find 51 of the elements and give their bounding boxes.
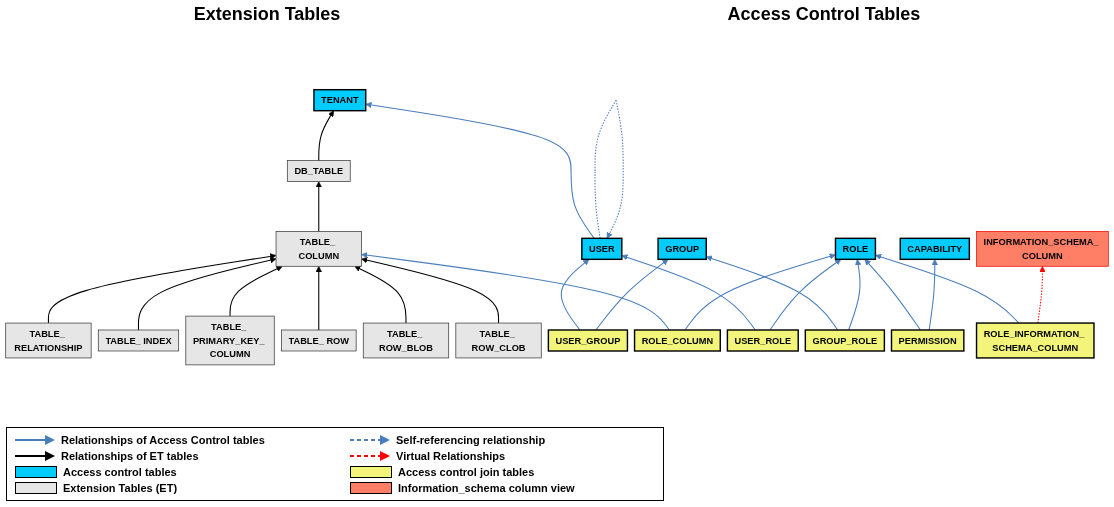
- node-box: INFORMATION_SCHEMA_ COLUMN: [976, 230, 1109, 267]
- node-box: USER: [581, 237, 623, 260]
- section-heading: Access Control Tables: [727, 4, 921, 25]
- legend-text: Extension Tables (ET): [63, 482, 178, 494]
- arrow: [365, 101, 595, 239]
- arrow: [229, 265, 283, 317]
- legend-text: Information_schema column view: [398, 482, 575, 494]
- node-box: DB_TABLE: [286, 159, 351, 182]
- node-box: CAPABILITY: [899, 237, 971, 260]
- arrow: [560, 258, 590, 331]
- arrow: [864, 258, 921, 331]
- arrow: [621, 254, 756, 331]
- arrow: [769, 258, 842, 331]
- legend-text: Self-referencing relationship: [396, 434, 546, 446]
- node-box: ROLE: [834, 237, 877, 260]
- arrow: [315, 265, 322, 331]
- arrow: [315, 180, 322, 232]
- arrow: [875, 253, 1020, 324]
- node-box: ROLE_INFORMATION_ SCHEMA_COLUMN: [975, 322, 1095, 359]
- arrow: [595, 258, 669, 331]
- arrow: [361, 256, 500, 324]
- node-box: TABLE_ RELATIONSHIP: [5, 322, 92, 358]
- node-box: TENANT: [313, 88, 367, 112]
- arrow: [361, 251, 670, 331]
- node-box: ROLE_COLUMN: [633, 329, 721, 352]
- node-box: USER_GROUP: [547, 329, 629, 352]
- node-box: TABLE_ INDEX: [97, 329, 180, 352]
- node-box: PERMISSION: [890, 329, 965, 352]
- arrow: [848, 258, 862, 331]
- node-box: TABLE_ ROW_BLOB: [362, 322, 450, 358]
- legend-text: Relationships of ET tables: [61, 450, 199, 462]
- node-box: GROUP_ROLE: [804, 329, 886, 352]
- arrow: [354, 265, 407, 324]
- arrow: [137, 256, 277, 331]
- legend-text: Access control tables: [63, 466, 177, 478]
- arrow: [684, 253, 836, 331]
- legend-text: Virtual Relationships: [396, 450, 506, 462]
- arrow: [705, 255, 839, 331]
- arrow: [594, 99, 624, 239]
- node-box: TABLE_ PRIMARY_KEY_ COLUMN: [185, 315, 275, 365]
- node-box: TABLE_ ROW: [281, 329, 357, 352]
- node-box: TABLE_ COLUMN: [275, 230, 362, 267]
- legend-text: Access control join tables: [398, 466, 535, 478]
- arrow: [318, 110, 334, 161]
- node-box: TABLE_ ROW_CLOB: [455, 322, 542, 358]
- node-box: GROUP: [657, 237, 707, 260]
- legend-text: Relationships of Access Control tables: [61, 434, 265, 446]
- node-box: USER_ROLE: [726, 329, 799, 352]
- arrow: [928, 258, 938, 331]
- arrow: [47, 253, 277, 324]
- section-heading: Extension Tables: [193, 4, 341, 25]
